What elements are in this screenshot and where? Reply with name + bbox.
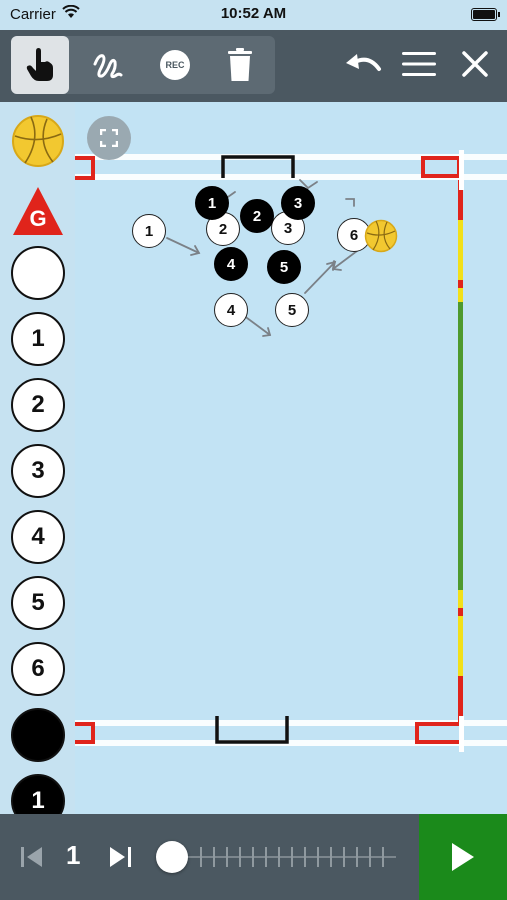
goalkeeper-label: G [29, 206, 47, 231]
dark-player[interactable]: 4 [214, 247, 248, 281]
goalkeeper-triangle-icon [13, 187, 63, 235]
play-icon [452, 843, 474, 871]
dark-player[interactable]: 3 [281, 186, 315, 220]
white-cap-token[interactable]: 1 [11, 312, 65, 366]
blank-dark-token[interactable] [11, 708, 65, 762]
dark-player[interactable]: 2 [240, 199, 274, 233]
pool-field[interactable]: 1 2 3 4 5 6 1 2 3 4 5 [75, 102, 507, 814]
wifi-icon [62, 5, 80, 18]
timeline-slider[interactable] [156, 836, 400, 878]
tool-group: REC [11, 36, 275, 94]
close-button[interactable] [451, 40, 499, 88]
white-cap-token[interactable]: 4 [11, 510, 65, 564]
timeline-ticks [166, 847, 396, 867]
blank-white-token[interactable] [11, 246, 65, 300]
water-polo-ball-icon [364, 219, 398, 253]
record-label: REC [165, 60, 185, 70]
skip-forward-icon [110, 847, 131, 867]
close-icon [462, 51, 488, 77]
ball-token[interactable] [11, 114, 65, 168]
frame-number: 1 [66, 840, 81, 870]
water-polo-ball-icon [12, 115, 64, 167]
menu-button[interactable] [395, 40, 443, 88]
white-cap-token[interactable]: 3 [11, 444, 65, 498]
draw-tool-button[interactable] [79, 36, 137, 94]
skip-back-icon [21, 847, 42, 867]
white-cap-token[interactable]: 5 [11, 576, 65, 630]
battery-icon [471, 8, 500, 21]
delete-tool-button[interactable] [211, 36, 269, 94]
white-player[interactable]: 2 [206, 212, 240, 246]
pointer-tool-button[interactable] [11, 36, 69, 94]
next-frame-button[interactable] [106, 842, 134, 872]
undo-icon [346, 54, 381, 71]
token-palette: G 1 2 3 4 5 6 1 [0, 102, 75, 814]
record-tool-button[interactable]: REC [146, 36, 204, 94]
white-player[interactable]: 4 [214, 293, 248, 327]
first-frame-button[interactable] [18, 842, 46, 872]
trash-icon [228, 48, 252, 81]
expand-icon [100, 129, 118, 147]
white-cap-token[interactable]: 2 [11, 378, 65, 432]
scribble-icon [93, 54, 123, 79]
fullscreen-button[interactable] [87, 116, 131, 160]
record-icon: REC [160, 50, 190, 80]
clock: 10:52 AM [220, 5, 287, 22]
undo-button[interactable] [339, 40, 387, 88]
hamburger-menu-icon [402, 52, 436, 76]
dark-player[interactable]: 5 [267, 250, 301, 284]
status-bar: Carrier 10:52 AM [0, 0, 507, 30]
carrier-label: Carrier [10, 6, 56, 23]
dark-cap-token[interactable]: 1 [11, 774, 65, 814]
goalkeeper-token[interactable]: G [11, 184, 65, 238]
white-player[interactable]: 1 [132, 214, 166, 248]
ball[interactable] [364, 219, 398, 253]
white-cap-token[interactable]: 6 [11, 642, 65, 696]
toolbar: REC [0, 30, 507, 102]
slider-thumb[interactable] [156, 841, 188, 873]
hand-pointer-icon [26, 48, 53, 81]
play-button[interactable] [419, 814, 507, 900]
dark-player[interactable]: 1 [195, 186, 229, 220]
playback-bar: 1 [0, 814, 507, 900]
white-player[interactable]: 5 [275, 293, 309, 327]
